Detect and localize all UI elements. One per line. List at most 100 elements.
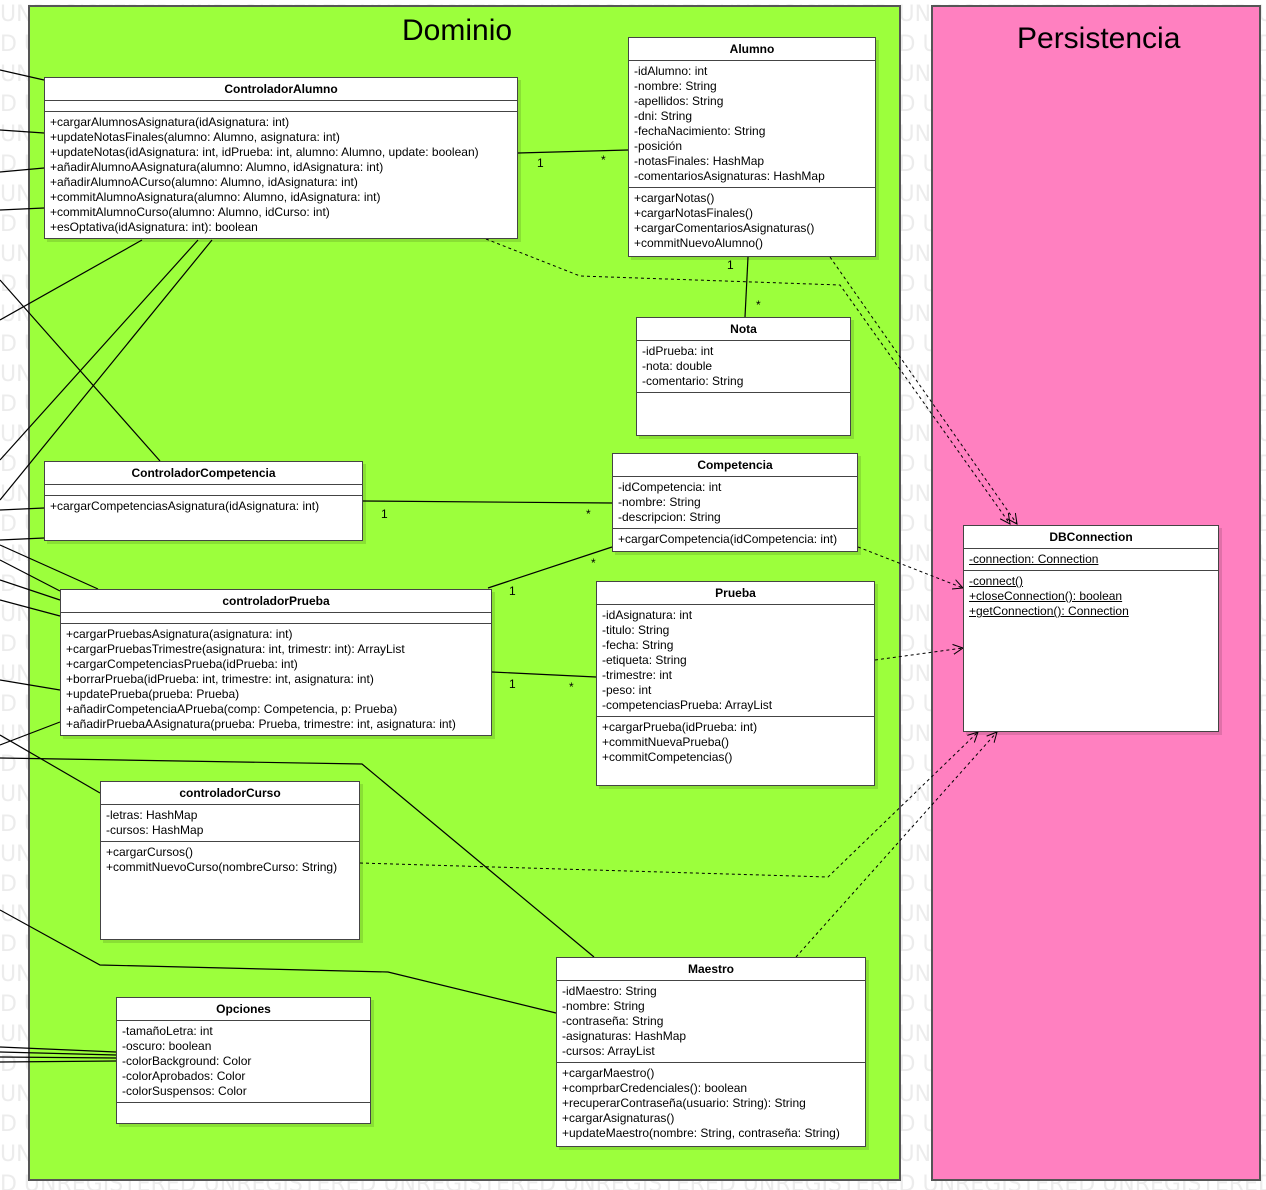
class-name: Nota — [637, 318, 850, 341]
mult-label: 1 — [727, 258, 734, 272]
attribute-row: -trimestre: int — [602, 668, 673, 682]
mult-label: 1 — [509, 677, 516, 691]
operation-row: +commitNuevoCurso(nombreCurso: String) — [106, 860, 338, 874]
class-maestro[interactable]: Maestro-idMaestro: String-nombre: String… — [556, 957, 866, 1147]
attributes-section — [61, 613, 491, 624]
operations-section: +cargarMaestro()+comprbarCredenciales():… — [557, 1063, 865, 1144]
dep-alumno-db — [829, 256, 1017, 524]
operation-row: +cargarAsignaturas() — [562, 1111, 675, 1125]
mult-label: * — [591, 556, 596, 570]
attribute-row: -etiqueta: String — [602, 653, 687, 667]
attribute-row: -descripcion: String — [618, 510, 721, 524]
attributes-section: -idCompetencia: int-nombre: String-descr… — [613, 477, 857, 529]
assoc-alumno-nota — [744, 256, 749, 318]
attributes-section: -idAsignatura: int-titulo: String-fecha:… — [597, 605, 874, 717]
attributes-section: -idMaestro: String-nombre: String-contra… — [557, 981, 865, 1063]
class-name: controladorPrueba — [61, 590, 491, 613]
class-competencia[interactable]: Competencia-idCompetencia: int-nombre: S… — [612, 453, 858, 552]
class-opciones[interactable]: Opciones -tamañoLetra: int-oscuro: boolea… — [116, 997, 371, 1124]
operation-row: -connect() — [969, 574, 1024, 588]
attribute-row: -letras: HashMap — [106, 808, 198, 822]
operation-row: +cargarNotasFinales() — [634, 206, 754, 220]
attribute-row: -nota: double — [642, 359, 713, 373]
operations-section: -connect()+closeConnection(): boolean+ge… — [964, 571, 1218, 622]
class-controlador-prueba[interactable]: controladorPrueba +cargarPruebasAsignatur… — [60, 589, 492, 736]
class-name: Maestro — [557, 958, 865, 981]
operation-row: +añadirAlumnoACurso(alumno: Alumno, idAs… — [50, 175, 358, 189]
attribute-row: -comentariosAsignaturas: HashMap — [634, 169, 825, 183]
operation-row: +commitAlumnoAsignatura(alumno: Alumno, … — [50, 190, 381, 204]
class-dbconnection[interactable]: DBConnection -connection: Connection -conn… — [963, 525, 1219, 732]
attribute-row: -oscuro: boolean — [122, 1039, 212, 1053]
dep-ctrlcurso-db — [359, 732, 978, 878]
attribute-row: -colorBackground: Color — [122, 1054, 252, 1068]
attribute-row: -idPrueba: int — [642, 344, 714, 358]
attribute-row: -contraseña: String — [562, 1014, 664, 1028]
attributes-section: -connection: Connection — [964, 549, 1218, 571]
dep-ctrlalumno-db — [485, 238, 1010, 524]
operation-row: +cargarCompetenciasPrueba(idPrueba: int) — [66, 657, 298, 671]
class-nota[interactable]: Nota-idPrueba: int-nota: double-comentar… — [636, 317, 851, 436]
mult-label: * — [569, 680, 574, 694]
attribute-row: -competenciasPrueba: ArrayList — [602, 698, 773, 712]
operation-row: +añadirAlumnoAAsignatura(alumno: Alumno,… — [50, 160, 384, 174]
dep-prueba-db — [874, 648, 963, 661]
mult-label: 1 — [381, 507, 388, 521]
class-name: Opciones — [117, 998, 370, 1021]
operation-row: +borrarPrueba(idPrueba: int, trimestre: … — [66, 672, 374, 686]
operation-row: +commitNuevaPrueba() — [602, 735, 730, 749]
operation-row: +commitAlumnoCurso(alumno: Alumno, idCur… — [50, 205, 330, 219]
mult-label: * — [586, 507, 591, 521]
class-controlador-competencia[interactable]: ControladorCompetencia +cargarCompetencia… — [44, 461, 363, 541]
attributes-section: -idPrueba: int-nota: double-comentario: … — [637, 341, 850, 393]
class-controlador-alumno[interactable]: ControladorAlumno +cargarAlumnosAsignatur… — [44, 77, 518, 239]
operation-row: +commitNuevoAlumno() — [634, 236, 764, 250]
operation-row: +añadirPruebaAAsignatura(prueba: Prueba,… — [66, 717, 456, 731]
mult-label: * — [601, 153, 606, 167]
attribute-row: -idMaestro: String — [562, 984, 657, 998]
attribute-row: -fechaNacimiento: String — [634, 124, 766, 138]
attribute-row: -idCompetencia: int — [618, 480, 722, 494]
operation-row: +comprbarCredenciales(): boolean — [562, 1081, 748, 1095]
package-dominio-title: Dominio — [402, 14, 513, 47]
mult-label: 1 — [537, 156, 544, 170]
attribute-row: -nombre: String — [634, 79, 717, 93]
mult-label: * — [756, 298, 761, 312]
attributes-section — [45, 101, 517, 112]
attribute-row: -colorSuspensos: Color — [122, 1084, 247, 1098]
class-name: ControladorAlumno — [45, 78, 517, 101]
attributes-section — [45, 485, 362, 496]
class-name: ControladorCompetencia — [45, 462, 362, 485]
operations-section: +cargarPrueba(idPrueba: int)+commitNueva… — [597, 717, 874, 768]
class-name: DBConnection — [964, 526, 1218, 549]
class-prueba[interactable]: Prueba-idAsignatura: int-titulo: String-… — [596, 581, 875, 786]
operation-row: +closeConnection(): boolean — [969, 589, 1123, 603]
dep-maestro-db — [795, 732, 997, 958]
attribute-row: -tamañoLetra: int — [122, 1024, 213, 1038]
operations-section: +cargarCompetencia(idCompetencia: int) — [613, 529, 857, 550]
operation-row: +cargarPrueba(idPrueba: int) — [602, 720, 758, 734]
operation-row: +commitCompetencias() — [602, 750, 733, 764]
attribute-row: -idAlumno: int — [634, 64, 708, 78]
operation-row: +updateMaestro(nombre: String, contraseñ… — [562, 1126, 840, 1140]
operation-row: +updateNotasFinales(alumno: Alumno, asig… — [50, 130, 340, 144]
attribute-row: -nombre: String — [562, 999, 645, 1013]
attribute-row: -cursos: HashMap — [106, 823, 204, 837]
class-controlador-curso[interactable]: controladorCurso -letras: HashMap-cursos:… — [100, 781, 360, 940]
operations-section: +cargarAlumnosAsignatura(idAsignatura: i… — [45, 112, 517, 238]
attribute-row: -nombre: String — [618, 495, 701, 509]
operation-row: +cargarPruebasAsignatura(asignatura: int… — [66, 627, 293, 641]
attribute-row: -connection: Connection — [969, 552, 1099, 566]
class-name: controladorCurso — [101, 782, 359, 805]
package-persistencia-title: Persistencia — [1017, 22, 1181, 55]
attribute-row: -titulo: String — [602, 623, 670, 637]
operations-section: +cargarCursos()+commitNuevoCurso(nombreC… — [101, 842, 359, 878]
dep-competencia-db — [857, 546, 963, 588]
operations-section — [637, 393, 850, 399]
operations-section: +cargarCompetenciasAsignatura(idAsignatu… — [45, 496, 362, 517]
attribute-row: -notasFinales: HashMap — [634, 154, 765, 168]
operation-row: +cargarCompetenciasAsignatura(idAsignatu… — [50, 499, 320, 513]
operations-section: +cargarNotas()+cargarNotasFinales()+carg… — [629, 188, 875, 254]
class-alumno[interactable]: Alumno-idAlumno: int-nombre: String-apel… — [628, 37, 876, 257]
